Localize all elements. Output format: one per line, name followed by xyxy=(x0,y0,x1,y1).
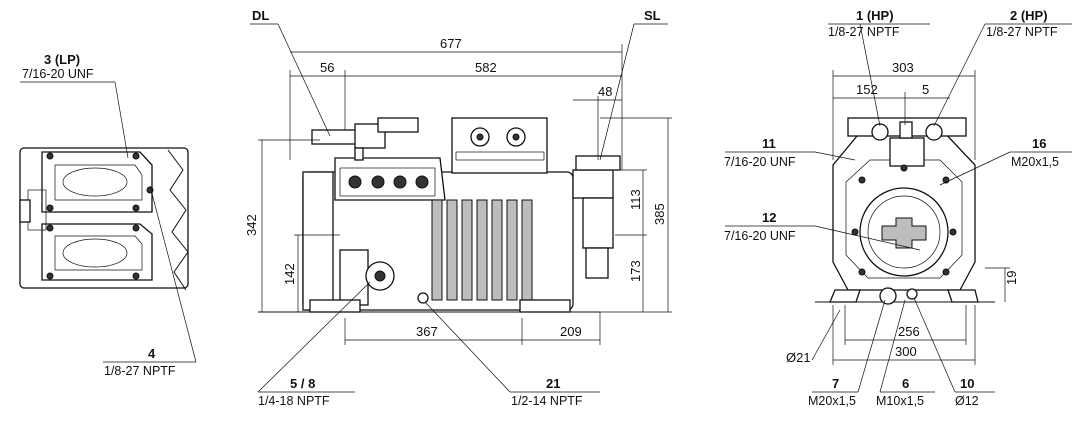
dim-48: 48 xyxy=(598,84,612,99)
callout-6-spec: M10x1,5 xyxy=(876,394,924,408)
side-view-dimensions: 677 56 582 48 342 142 385 113 173 367 20… xyxy=(244,36,672,345)
callout-4-spec: 1/8-27 NPTF xyxy=(104,364,176,378)
dim-582: 582 xyxy=(475,60,497,75)
callout-16-spec: M20x1,5 xyxy=(1011,155,1059,169)
dim-303: 303 xyxy=(892,60,914,75)
callout-10-spec: Ø12 xyxy=(955,394,979,408)
dim-209: 209 xyxy=(560,324,582,339)
callout-1hp-title: 1 (HP) xyxy=(856,8,894,23)
callout-12-spec: 7/16-20 UNF xyxy=(724,229,796,243)
dim-367: 367 xyxy=(416,324,438,339)
callout-58-spec: 1/4-18 NPTF xyxy=(258,394,330,408)
dim-300: 300 xyxy=(895,344,917,359)
callout-7-title: 7 xyxy=(832,376,839,391)
callout-3-spec: 7/16-20 UNF xyxy=(22,67,94,81)
callout-12-title: 12 xyxy=(762,210,776,225)
dim-113: 113 xyxy=(628,189,643,210)
bolt-pattern xyxy=(46,152,154,280)
dim-19: 19 xyxy=(1004,271,1019,285)
dim-342: 342 xyxy=(244,214,259,236)
callout-2hp-title: 2 (HP) xyxy=(1010,8,1048,23)
dim-152: 152 xyxy=(856,82,878,97)
callout-21-title: 21 xyxy=(546,376,560,391)
callout-2hp-spec: 1/8-27 NPTF xyxy=(986,25,1058,39)
dim-385: 385 xyxy=(652,203,667,225)
callout-21-spec: 1/2-14 NPTF xyxy=(511,394,583,408)
leader-lines xyxy=(20,23,1072,393)
top-view xyxy=(19,147,189,291)
front-view xyxy=(815,117,995,305)
motor-fins xyxy=(431,199,533,301)
dim-56: 56 xyxy=(320,60,334,75)
callout-1hp-spec: 1/8-27 NPTF xyxy=(828,25,900,39)
callout-11-spec: 7/16-20 UNF xyxy=(724,155,796,169)
callout-dl: DL xyxy=(252,8,269,23)
callout-4-title: 4 xyxy=(148,346,156,361)
dim-hole21: Ø21 xyxy=(786,350,811,365)
callout-11-title: 11 xyxy=(762,136,776,151)
callout-10-title: 10 xyxy=(960,376,974,391)
side-view xyxy=(258,117,621,313)
dim-173: 173 xyxy=(628,260,643,282)
front-view-dimensions: 303 152 5 19 256 300 Ø21 xyxy=(786,60,1019,365)
callout-16-title: 16 xyxy=(1032,136,1046,151)
callout-7-spec: M20x1,5 xyxy=(808,394,856,408)
callout-sl: SL xyxy=(644,8,661,23)
dim-142: 142 xyxy=(282,263,297,285)
callout-3-title: 3 (LP) xyxy=(44,52,80,67)
callout-58-title: 5 / 8 xyxy=(290,376,315,391)
callout-6-title: 6 xyxy=(902,376,909,391)
dim-256: 256 xyxy=(898,324,920,339)
callouts: 3 (LP) 7/16-20 UNF 4 1/8-27 NPTF DL SL 5… xyxy=(22,8,1059,408)
dim-677: 677 xyxy=(440,36,462,51)
dim-5: 5 xyxy=(922,82,929,97)
